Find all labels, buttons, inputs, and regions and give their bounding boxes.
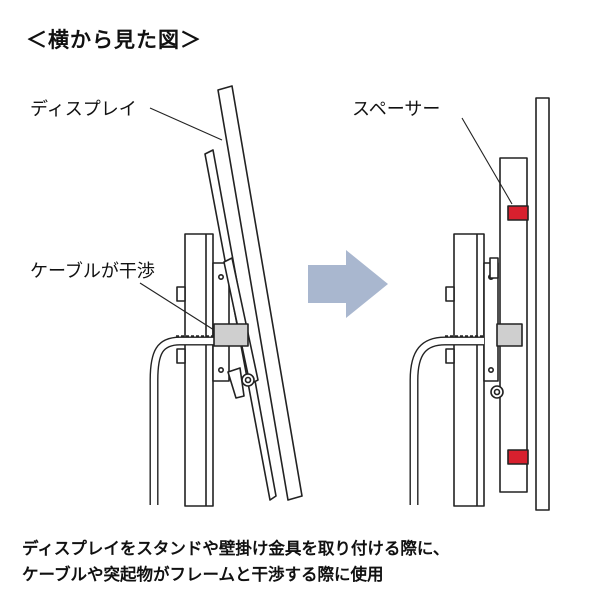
right-bolts	[445, 286, 455, 364]
right-stand-frame	[453, 233, 485, 507]
left-figure	[139, 85, 303, 507]
spacer-bottom	[507, 449, 529, 465]
right-mount-bracket	[483, 262, 499, 382]
right-spacers	[507, 205, 529, 465]
label-display: ディスプレイ	[30, 99, 137, 120]
leader-cable	[139, 282, 215, 331]
caption: ディスプレイをスタンドや壁掛け金具を取り付ける際に、 ケーブルや突起物がフレーム…	[22, 536, 449, 588]
left-bolts	[176, 286, 186, 364]
right-display	[499, 97, 550, 511]
leader-display	[149, 107, 223, 141]
left-stand-frame	[184, 233, 214, 507]
left-cable-connector	[176, 323, 249, 347]
label-cable-interference: ケーブルが干渉	[30, 261, 155, 282]
view-title: ＜横から見た図＞	[26, 28, 202, 52]
left-hinge	[223, 257, 259, 399]
spacer-top	[507, 205, 529, 221]
leader-spacer	[461, 117, 513, 205]
right-figure	[409, 97, 550, 511]
right-cable-connector	[445, 323, 523, 347]
right-hinge	[489, 257, 504, 399]
caption-line-2: ケーブルや突起物がフレームと干渉する際に使用	[22, 565, 384, 584]
label-spacer: スペーサー	[352, 99, 441, 120]
caption-line-1: ディスプレイをスタンドや壁掛け金具を取り付ける際に、	[22, 539, 450, 558]
left-mount-bracket	[212, 262, 230, 382]
transition-arrow	[308, 250, 388, 318]
